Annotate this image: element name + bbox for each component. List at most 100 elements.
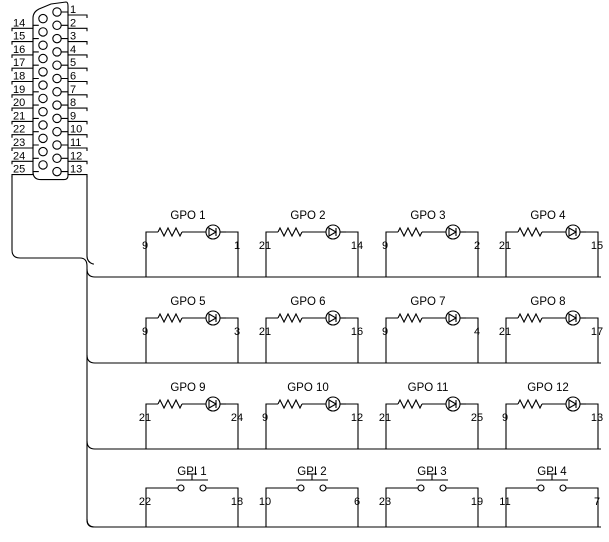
led-arrow-5 (328, 313, 338, 323)
pin-15 (38, 27, 48, 37)
right-wire-9 (346, 403, 359, 449)
right-pin-14: 19 (471, 496, 483, 508)
pin-label-15: 15 (13, 31, 25, 43)
pin-wire-23 (11, 144, 39, 151)
right-pin-5: 16 (351, 326, 363, 338)
pin-16 (38, 40, 48, 50)
pin-label-25: 25 (13, 164, 25, 176)
connector-shell (32, 1, 69, 181)
left-wire-9 (265, 403, 278, 449)
right-wire-3 (586, 231, 599, 277)
pin-8 (52, 100, 62, 110)
sw-contact-r-12 (199, 484, 207, 492)
right-pin-13: 6 (354, 496, 360, 508)
left-wire-7 (505, 317, 518, 363)
pin-4 (52, 47, 62, 57)
right-wire-1 (346, 231, 359, 277)
pin-14 (38, 13, 48, 24)
bus-line-2 (86, 354, 601, 364)
pin-label-3: 3 (70, 31, 76, 43)
circuit-label-3: GPO 4 (530, 210, 566, 222)
pin-wire-25 (11, 171, 39, 178)
right-wire-6 (466, 317, 479, 363)
pin-10 (52, 126, 62, 137)
right-wire-8 (226, 403, 239, 449)
pin-25 (38, 160, 48, 170)
led-arrow-11 (568, 399, 578, 409)
right-pin-11: 13 (591, 412, 603, 424)
right-pin-12: 18 (231, 496, 243, 508)
right-pin-7: 17 (591, 326, 603, 338)
circuit-label-11: GPO 12 (527, 382, 569, 394)
left-wire-2 (385, 231, 398, 277)
led-8 (205, 396, 221, 412)
led-3 (565, 224, 581, 240)
pin-wire-14 (11, 24, 39, 32)
circuit-label-13: GPI 2 (297, 466, 326, 478)
resistor-4 (157, 312, 183, 324)
sw-actuator-13 (296, 473, 328, 481)
pin-label-8: 8 (70, 97, 76, 109)
sw-actuator-14 (416, 473, 448, 481)
pin-13 (52, 166, 62, 177)
circuit-label-2: GPO 3 (410, 210, 445, 222)
pin-label-20: 20 (13, 97, 25, 109)
circuit-label-10: GPO 11 (408, 382, 449, 394)
sw-contact-l-14 (417, 484, 425, 492)
circuit-label-4: GPO 5 (170, 296, 205, 308)
led-1 (325, 224, 341, 240)
resistor-0 (157, 226, 183, 238)
pin-wire-7 (61, 91, 88, 98)
pin-wire-16 (11, 51, 39, 58)
pin-label-11: 11 (70, 137, 81, 149)
left-pin-9: 9 (262, 412, 268, 424)
circuit-label-8: GPO 9 (170, 382, 205, 394)
left-pin-10: 21 (379, 412, 391, 424)
left-wire-3 (505, 231, 518, 277)
pin-6 (52, 73, 62, 84)
circuit-label-7: GPO 8 (530, 296, 565, 308)
pin-label-4: 4 (70, 44, 76, 56)
pin-wire-11 (61, 144, 88, 151)
circuit-label-0: GPO 1 (170, 210, 205, 222)
sw-contact-r-15 (559, 484, 567, 492)
right-pin-9: 12 (351, 412, 363, 424)
circuit-label-1: GPO 2 (290, 210, 325, 222)
left-wire-6 (385, 317, 398, 363)
pin-label-16: 16 (13, 44, 25, 56)
bus-trunk (11, 176, 95, 528)
left-wire-0 (145, 231, 158, 277)
right-pin-15: 7 (594, 496, 600, 508)
led-6 (445, 310, 461, 326)
left-pin-15: 11 (499, 496, 510, 508)
circuit-label-15: GPI 4 (537, 466, 567, 478)
sw-contact-l-15 (537, 484, 545, 492)
pin-wire-9 (61, 117, 88, 125)
pin-label-10: 10 (70, 124, 82, 136)
sw-actuator-12 (176, 473, 208, 481)
circuit-gpi-4: GPI 4 11 7 (499, 466, 600, 527)
pin-label-19: 19 (13, 84, 25, 96)
led-11 (565, 396, 581, 412)
pin-label-22: 22 (13, 124, 25, 136)
right-pin-1: 14 (351, 240, 363, 252)
right-wire-13 (346, 487, 359, 527)
left-pin-6: 9 (382, 326, 388, 338)
resistor-6 (397, 312, 423, 324)
pin-21 (38, 107, 48, 117)
left-wire-4 (145, 317, 158, 363)
led-arrow-0 (208, 227, 218, 237)
pin-label-23: 23 (13, 137, 25, 149)
circuit-label-14: GPI 3 (417, 466, 446, 478)
left-wire-1 (265, 231, 278, 277)
left-wire-12 (145, 487, 158, 527)
